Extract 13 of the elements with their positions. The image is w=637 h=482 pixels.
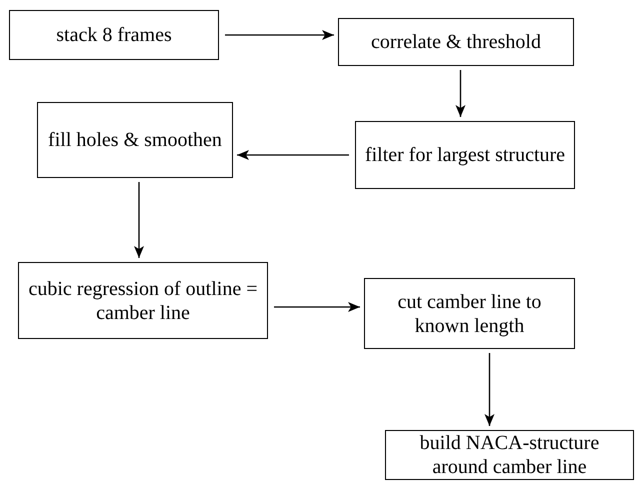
process-box: cubic regression of outline = camber line	[18, 262, 268, 339]
process-box: fill holes & smoothen	[37, 102, 233, 178]
arrow	[456, 70, 466, 117]
process-box: correlate & threshold	[338, 18, 574, 66]
process-box: filter for largest structure	[355, 121, 575, 189]
arrow	[134, 182, 144, 258]
arrow	[484, 353, 494, 426]
arrow	[225, 30, 334, 40]
process-box: stack 8 frames	[9, 10, 219, 60]
arrow	[274, 302, 360, 312]
process-box: cut camber line to known length	[364, 278, 575, 349]
arrow	[237, 150, 349, 160]
process-box: build NACA-structure around camber line	[385, 430, 634, 480]
